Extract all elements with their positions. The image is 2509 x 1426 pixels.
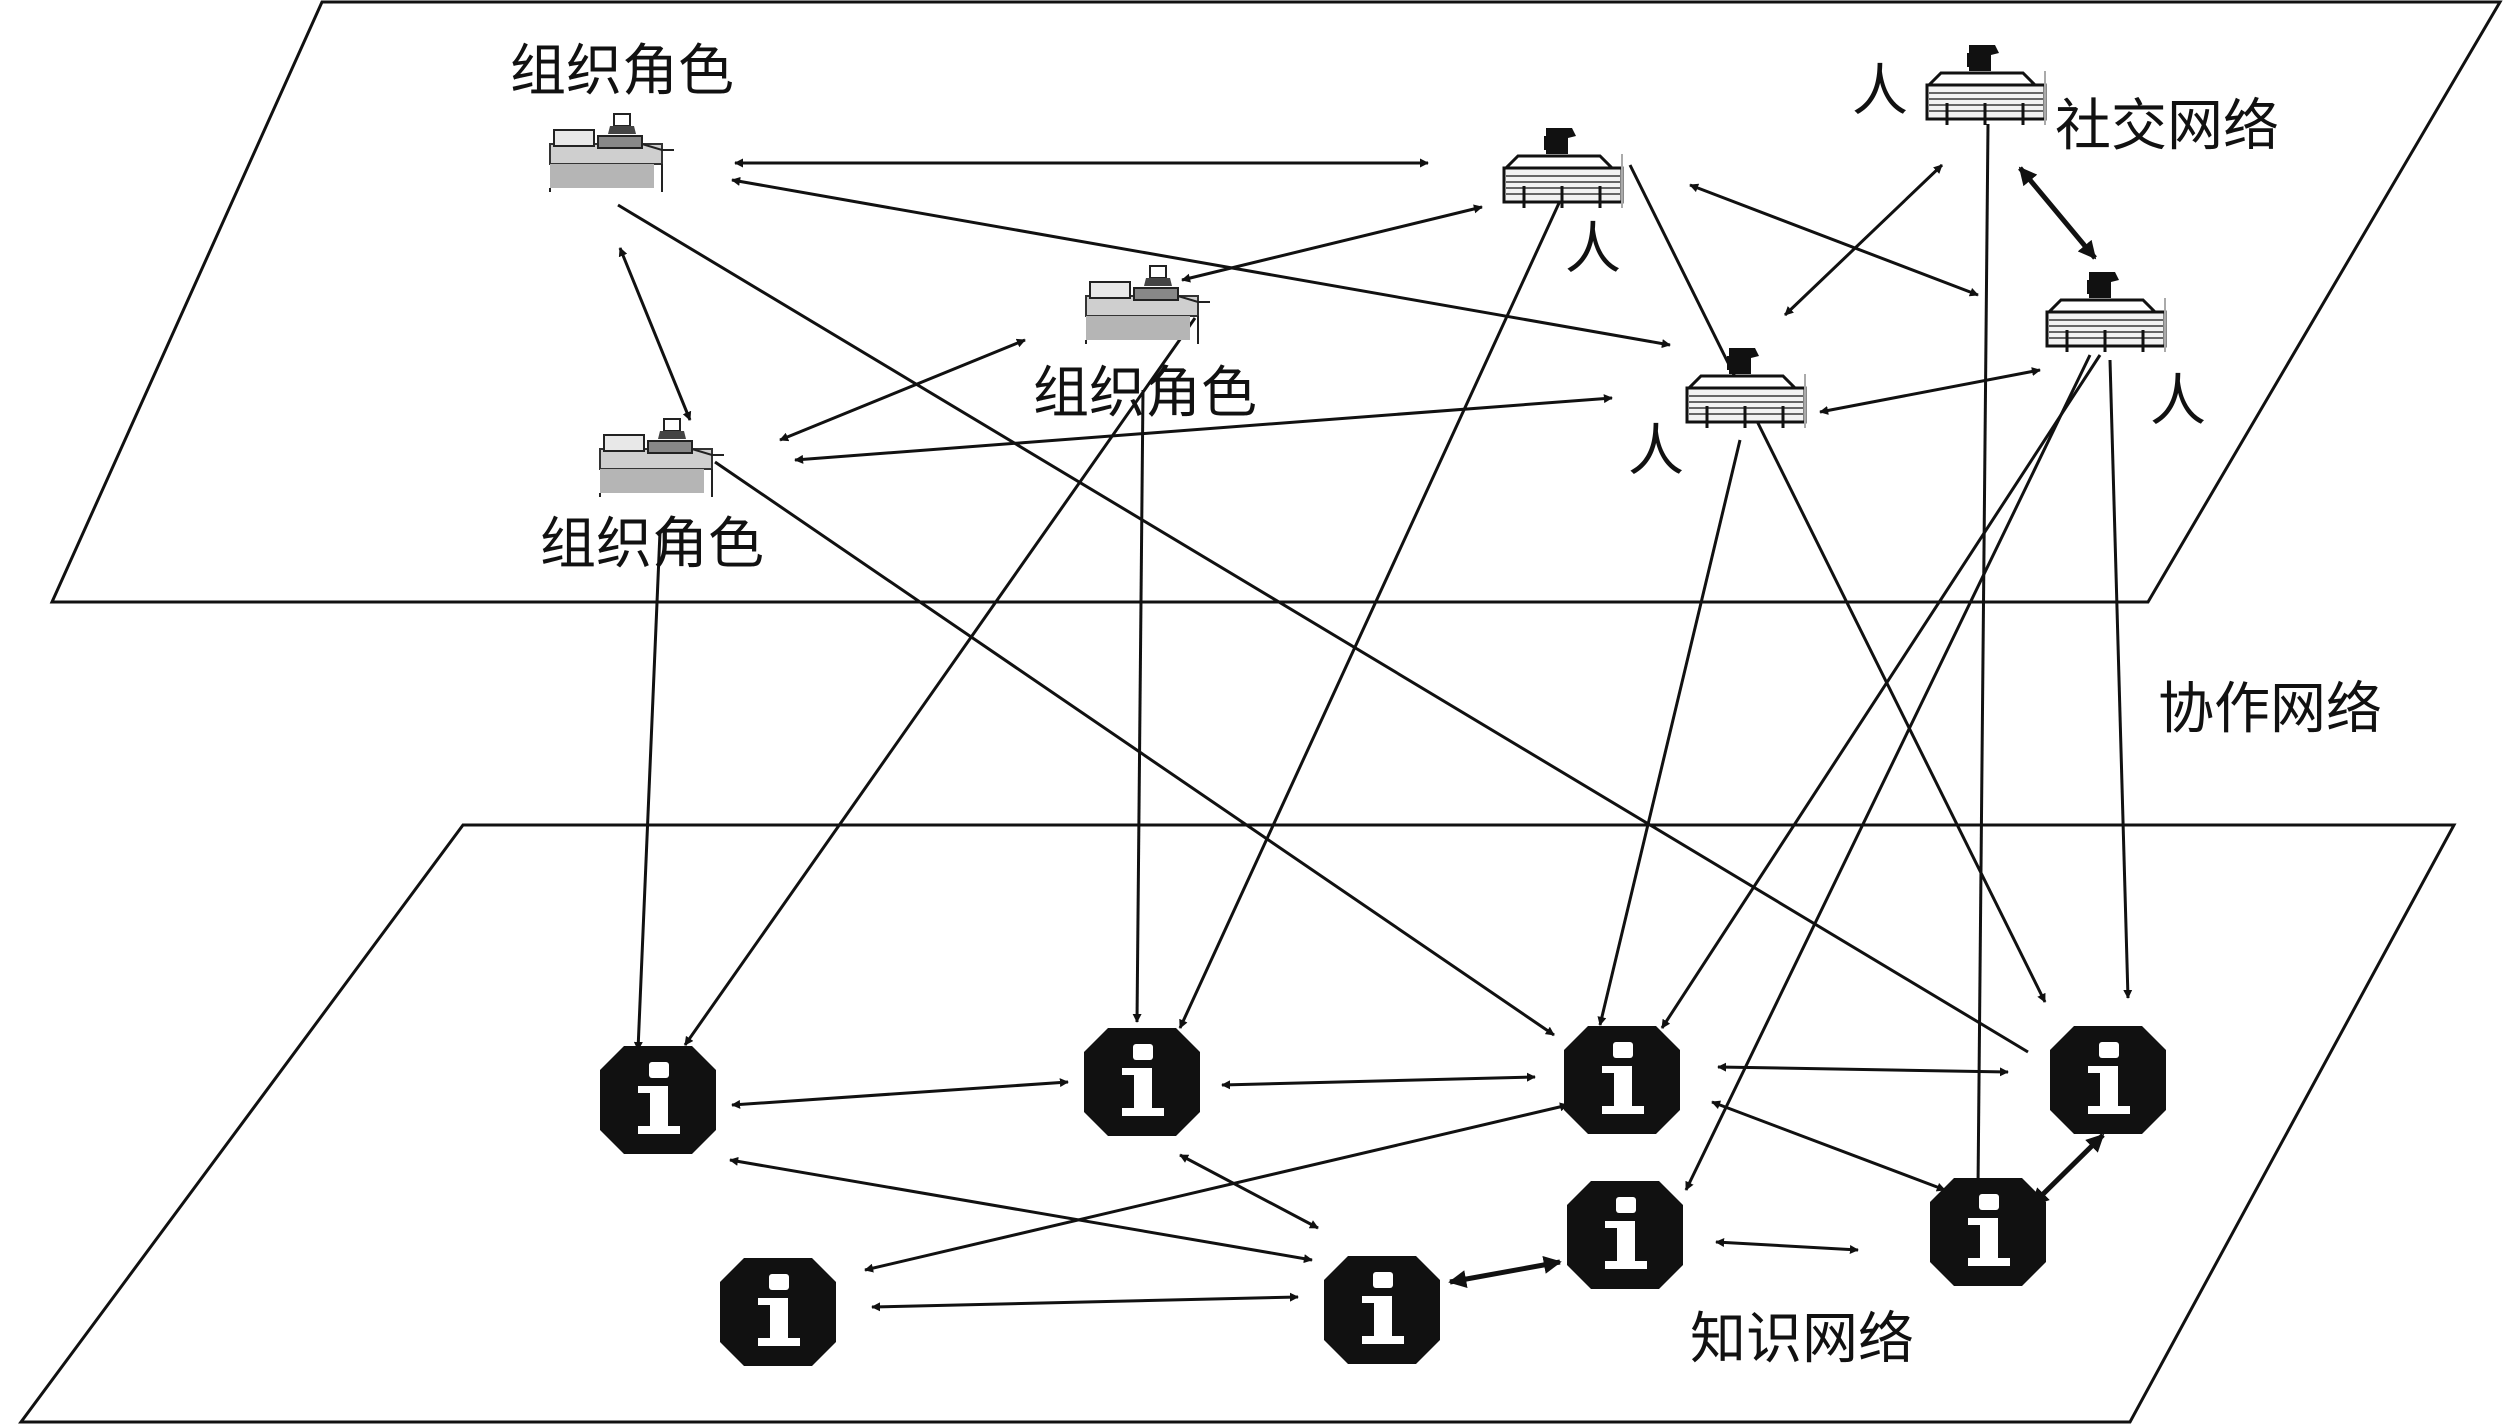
edge-k3-k4: [1717, 1062, 2009, 1077]
info-icon: [2050, 1026, 2166, 1134]
edge-role1-k4: [617, 203, 2029, 1054]
edge-role1-role3: [618, 247, 692, 421]
label-person-2: 人: [1852, 59, 1908, 124]
knowledge-node-k6: [1567, 1181, 1683, 1289]
edge-k4-k7: [2030, 1133, 2105, 1207]
cross-edges: [617, 123, 2133, 1191]
knowledge-node-k1: [600, 1046, 716, 1154]
edge-role3-k1: [633, 531, 662, 1051]
edge-person2-k7: [1976, 123, 1990, 1189]
edge-k6-k7: [1715, 1237, 1859, 1255]
knowledge-node-k5: [720, 1258, 836, 1366]
knowledge-node-k8: [1324, 1256, 1440, 1364]
edge-person2-person3: [1783, 163, 1944, 317]
edge-person3-person4: [1819, 367, 2041, 415]
edge-person1-k4: [1628, 164, 2047, 1003]
knowledge-node-k4: [2050, 1026, 2166, 1134]
edge-k3-k7: [1711, 1100, 1946, 1192]
info-icon: [1084, 1028, 1200, 1136]
label-collaboration-network: 协作网络: [2158, 677, 2382, 742]
edge-person4-k6: [1684, 354, 2092, 1191]
label-role-3: 组织角色: [540, 512, 764, 577]
edge-role3-person3: [794, 394, 1613, 464]
edge-person4-k4: [2108, 359, 2133, 999]
edge-k1-k2: [731, 1078, 1069, 1109]
knowledge-node-k2: [1084, 1028, 1200, 1136]
edge-role2-k2: [1132, 389, 1145, 1023]
edge-person1-k2: [1178, 189, 1567, 1029]
info-icon: [1930, 1178, 2046, 1286]
info-icon: [1564, 1026, 1680, 1134]
label-person-4: 人: [2150, 369, 2206, 434]
edge-k5-k8: [871, 1292, 1299, 1312]
info-icon: [1567, 1181, 1683, 1289]
edge-person2-person4: [2018, 166, 2097, 260]
label-role-2: 组织角色: [1033, 361, 1257, 426]
label-knowledge-network: 知识网络: [1690, 1307, 1914, 1372]
edge-k8-k6: [1448, 1256, 1562, 1288]
info-icon: [1324, 1256, 1440, 1364]
edge-role2-k1: [683, 317, 1197, 1046]
edge-person3-k3: [1597, 439, 1742, 1026]
edge-person1-role2: [1181, 204, 1483, 283]
label-role-1: 组织角色: [510, 39, 734, 104]
knowledge-edges: [729, 1062, 2105, 1312]
knowledge-node-k7: [1930, 1178, 2046, 1286]
label-person-1: 人: [1565, 217, 1621, 282]
label-social-network: 社交网络: [2055, 94, 2279, 159]
edge-role3-k3: [714, 460, 1555, 1037]
edge-person4-k3: [1660, 354, 2102, 1029]
edge-k2-k3: [1221, 1072, 1536, 1090]
knowledge-node-k3: [1564, 1026, 1680, 1134]
info-icon: [600, 1046, 716, 1154]
info-icon: [720, 1258, 836, 1366]
label-person-3: 人: [1628, 419, 1684, 484]
edge-k5-k3: [864, 1102, 1569, 1273]
social-edges: [618, 158, 2097, 464]
